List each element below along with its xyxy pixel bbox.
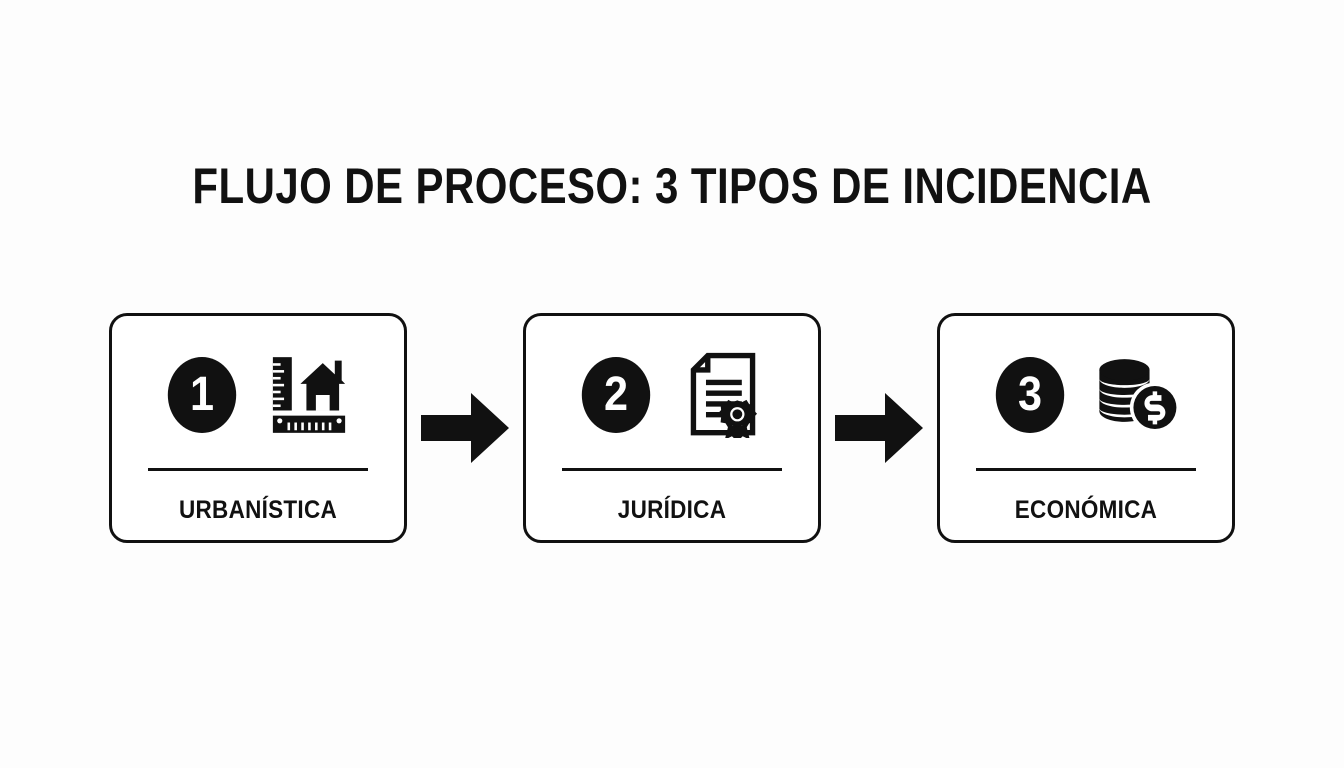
page-title: FLUJO DE PROCESO: 3 TIPOS DE INCIDENCIA — [192, 158, 1152, 214]
step-1-divider — [148, 468, 368, 471]
step-3-header: 3 — [940, 349, 1232, 441]
step-1-label: URBANÍSTICA — [179, 496, 337, 524]
process-step-card-2[interactable]: 2 — [523, 313, 821, 543]
process-step-card-1[interactable]: 1 — [109, 313, 407, 543]
arrow-right-icon-1 — [419, 389, 511, 467]
process-step-card-3[interactable]: 3 — [937, 313, 1235, 543]
step-number-badge-1: 1 — [167, 357, 237, 433]
step-2-divider — [562, 468, 782, 471]
step-2-header: 2 — [526, 349, 818, 441]
step-number-badge-2: 2 — [581, 357, 651, 433]
arrow-right-icon-2 — [833, 389, 925, 467]
certificate-seal-icon — [680, 352, 766, 438]
step-2-label: JURÍDICA — [617, 496, 727, 524]
ruler-house-icon — [266, 352, 352, 438]
step-3-label: ECONÓMICA — [1014, 496, 1158, 524]
step-3-divider — [976, 468, 1196, 471]
step-1-header: 1 — [112, 349, 404, 441]
coin-stack-dollar-icon — [1094, 352, 1180, 438]
step-number-badge-3: 3 — [995, 357, 1065, 433]
process-flow: 1 — [109, 313, 1235, 543]
